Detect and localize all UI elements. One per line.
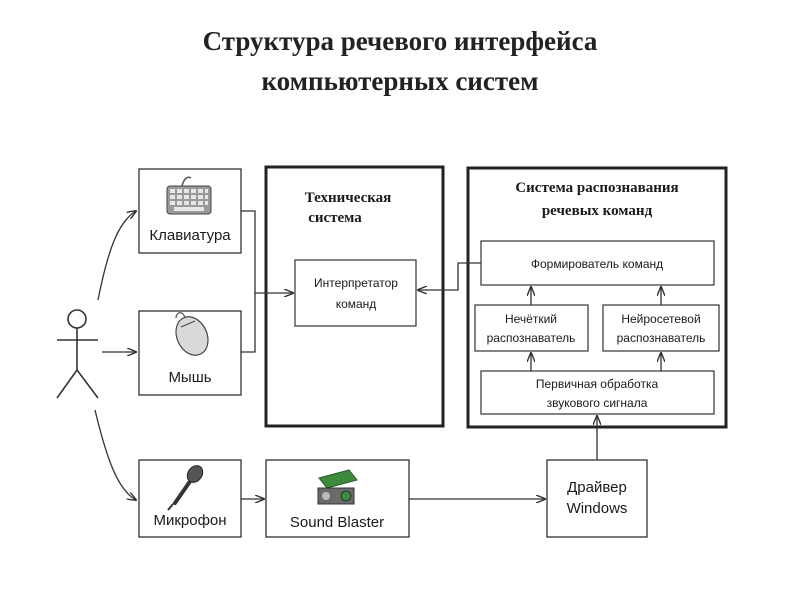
command-former-box: [480, 240, 715, 286]
mouse-node: Мышь: [138, 310, 242, 396]
microphone-label: Микрофон: [153, 512, 226, 529]
recognition-title-line2: речевых команд: [542, 203, 653, 219]
keyboard-label: Клавиатура: [149, 227, 231, 244]
mouse-label: Мышь: [168, 369, 211, 386]
sound-blaster-node: Sound Blaster: [265, 459, 410, 538]
mouse-icon: [175, 312, 209, 356]
user-icon: [56, 309, 99, 399]
keyboard-node: Клавиатура: [138, 168, 242, 254]
command-former-label: Формирователь команд: [531, 257, 663, 271]
tech-system-container: Техническая система Интерпретатор команд: [264, 165, 445, 428]
primary-processing-box: [480, 370, 715, 415]
primary-processing-line1: Первичная обработка: [536, 377, 659, 391]
tech-system-title-line2: система: [308, 210, 362, 226]
primary-processing-line2: звукового сигнала: [547, 396, 648, 410]
diagram-title-line2: компьютерных систем: [261, 66, 539, 96]
fuzzy-recognizer-line2: распознаватель: [487, 331, 576, 345]
driver-label-line1: Драйвер: [567, 479, 627, 496]
actor-arrows: [94, 211, 136, 500]
neural-recognizer-box: [602, 304, 720, 352]
interpreter-box: [294, 259, 417, 327]
neural-recognizer-line2: распознаватель: [617, 331, 706, 345]
interpreter-label-line2: команд: [336, 297, 377, 311]
diagram-title-line1: Структура речевого интерфейса: [202, 26, 598, 56]
fuzzy-recognizer-line1: Нечёткий: [505, 312, 557, 326]
fuzzy-recognizer-box: [474, 304, 589, 352]
sound-card-icon: [317, 469, 358, 505]
sound-blaster-label: Sound Blaster: [290, 514, 384, 531]
recognition-system-container: Система распознавания речевых команд Фор…: [466, 166, 728, 429]
driver-node: Драйвер Windows: [546, 459, 648, 538]
recognition-title-line1: Система распознавания: [515, 180, 678, 196]
driver-label-line2: Windows: [567, 500, 628, 517]
microphone-icon: [167, 465, 204, 511]
neural-recognizer-line1: Нейросетевой: [621, 312, 700, 326]
keyboard-icon: [166, 176, 212, 215]
connectors: [241, 210, 661, 499]
interpreter-label-line1: Интерпретатор: [314, 276, 398, 290]
microphone-node: Микрофон: [138, 459, 242, 538]
tech-system-title-line1: Техническая: [305, 190, 392, 206]
